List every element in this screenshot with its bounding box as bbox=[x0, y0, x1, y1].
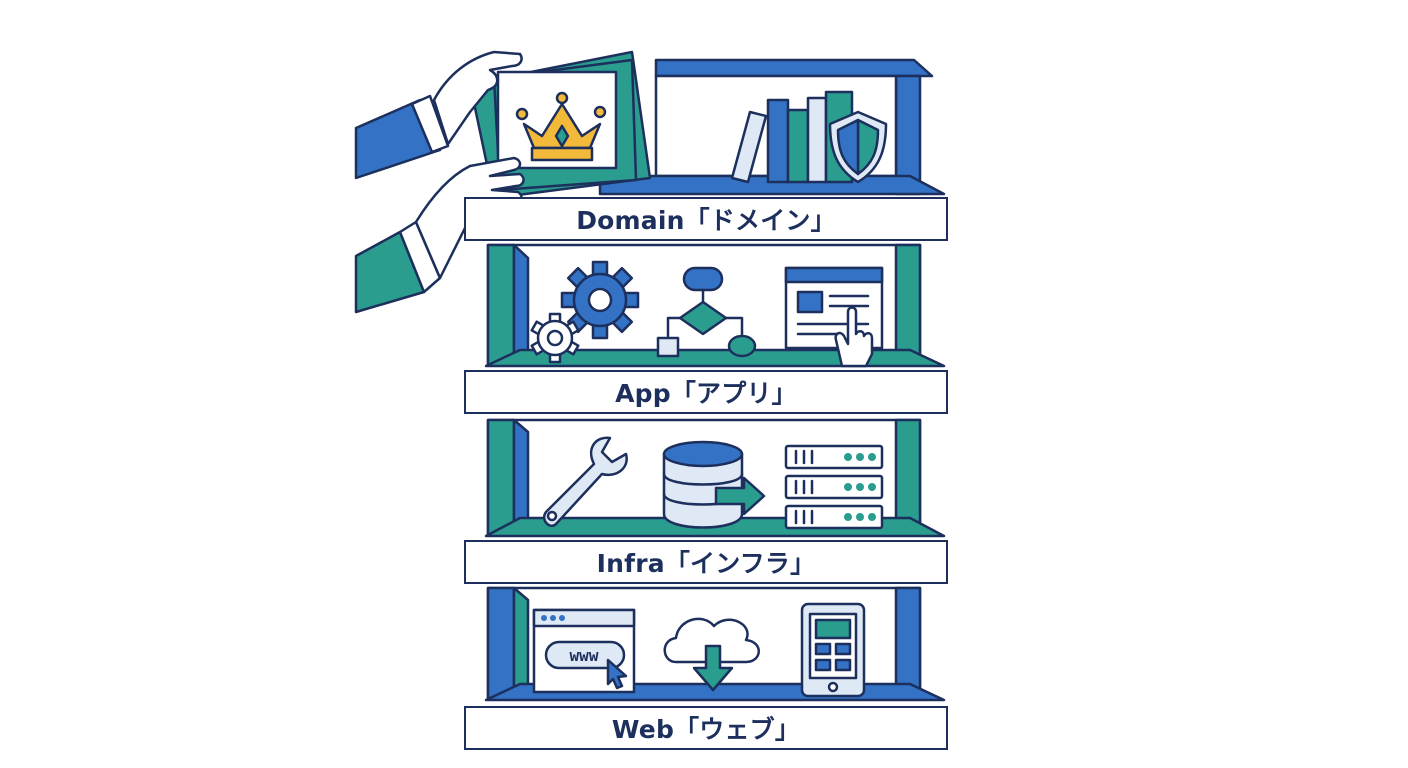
arrow-right-icon bbox=[714, 476, 766, 516]
browser-window-icon bbox=[784, 266, 884, 350]
shelf-suffix: 「ウェブ」 bbox=[674, 715, 801, 744]
gear-icon bbox=[530, 312, 580, 364]
address-bar-text: www bbox=[570, 646, 599, 665]
crown-icon bbox=[515, 91, 607, 162]
shelf-label-infra: Infra「インフラ」 bbox=[464, 540, 948, 584]
tablet-icon bbox=[800, 602, 866, 698]
shelf-suffix: 「インフラ」 bbox=[664, 549, 816, 578]
cloud-download-icon bbox=[663, 617, 760, 692]
shelf-label-app: App「アプリ」 bbox=[464, 370, 948, 414]
wrench-icon bbox=[542, 436, 628, 528]
pointing-hand-icon bbox=[834, 306, 874, 368]
shelf-name: Web bbox=[611, 715, 675, 744]
shelf-suffix: 「アプリ」 bbox=[670, 379, 797, 408]
gear-icon bbox=[560, 260, 640, 340]
shelf-label-web: Web「ウェブ」 bbox=[464, 706, 948, 750]
flowchart-icon bbox=[656, 266, 757, 358]
shelf-name: Infra bbox=[596, 549, 665, 578]
shelf-name: App bbox=[615, 379, 671, 408]
database-icon bbox=[662, 440, 744, 529]
server-rack-icon bbox=[784, 444, 884, 530]
shield-icon bbox=[828, 110, 888, 184]
shelf-suffix: 「ドメイン」 bbox=[684, 206, 836, 235]
hands-icon bbox=[354, 50, 525, 314]
cursor-icon bbox=[606, 658, 628, 690]
shelf-label-domain: Domain「ドメイン」 bbox=[464, 197, 948, 241]
shelf-name: Domain bbox=[576, 206, 685, 235]
